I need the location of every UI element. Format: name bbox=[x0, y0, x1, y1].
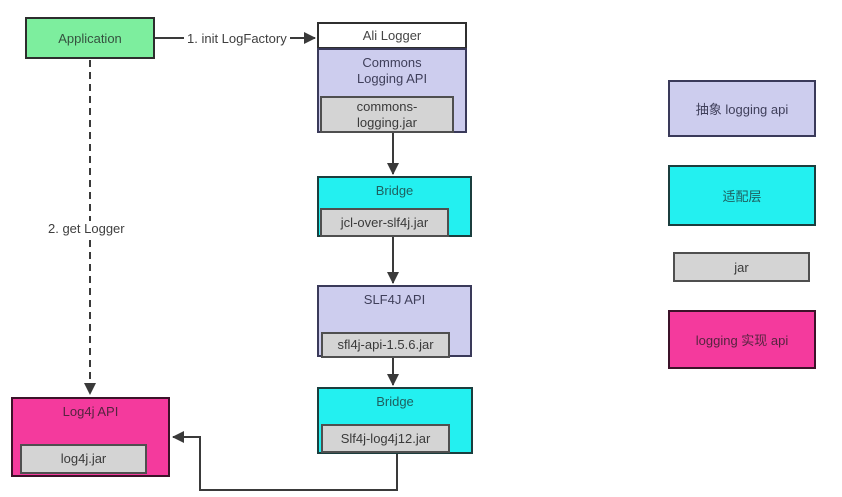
legend-abstract-logging-api: 抽象 logging api bbox=[668, 80, 816, 137]
legend-jar-label: jar bbox=[734, 259, 749, 275]
node-application-label: Application bbox=[58, 30, 122, 46]
node-ali-logger-label: Ali Logger bbox=[362, 28, 422, 43]
node-bridge-log4j: Bridge Slf4j-log4j12.jar bbox=[317, 387, 473, 454]
node-bridge-jcl-title: Bridge bbox=[375, 183, 414, 198]
node-ali-logger: Ali Logger bbox=[317, 22, 467, 49]
jar-commons-logging: commons-logging.jar bbox=[320, 96, 454, 133]
legend-logging-impl-api: logging 实现 api bbox=[668, 310, 816, 369]
node-commons-logging-api: Commons Logging API commons-logging.jar bbox=[317, 48, 467, 133]
jar-log4j: log4j.jar bbox=[20, 444, 147, 474]
node-bridge-log4j-title: Bridge bbox=[376, 394, 414, 409]
node-commons-logging-api-title: Commons Logging API bbox=[356, 55, 428, 87]
jar-slf4j-log4j12: Slf4j-log4j12.jar bbox=[321, 424, 450, 453]
legend-adapter-layer: 适配层 bbox=[668, 165, 816, 226]
edge-label-init-logfactory: 1. init LogFactory bbox=[184, 31, 290, 46]
node-log4j-api-title: Log4j API bbox=[62, 404, 119, 419]
node-slf4j-api-title: SLF4J API bbox=[363, 292, 426, 307]
legend-jar: jar bbox=[673, 252, 810, 282]
legend-logging-impl-api-label: logging 实现 api bbox=[695, 333, 789, 348]
jar-slf4j-api: sfl4j-api-1.5.6.jar bbox=[321, 332, 450, 358]
edge-label-get-logger: 2. get Logger bbox=[45, 221, 128, 236]
node-application: Application bbox=[25, 17, 155, 59]
legend-abstract-logging-api-label: 抽象 logging api bbox=[695, 102, 789, 117]
jar-jcl-over-slf4j: jcl-over-slf4j.jar bbox=[320, 208, 449, 237]
legend-adapter-layer-label: 适配层 bbox=[722, 189, 762, 204]
node-log4j-api: Log4j API log4j.jar bbox=[11, 397, 170, 477]
node-bridge-jcl: Bridge jcl-over-slf4j.jar bbox=[317, 176, 472, 237]
node-slf4j-api: SLF4J API sfl4j-api-1.5.6.jar bbox=[317, 285, 472, 358]
